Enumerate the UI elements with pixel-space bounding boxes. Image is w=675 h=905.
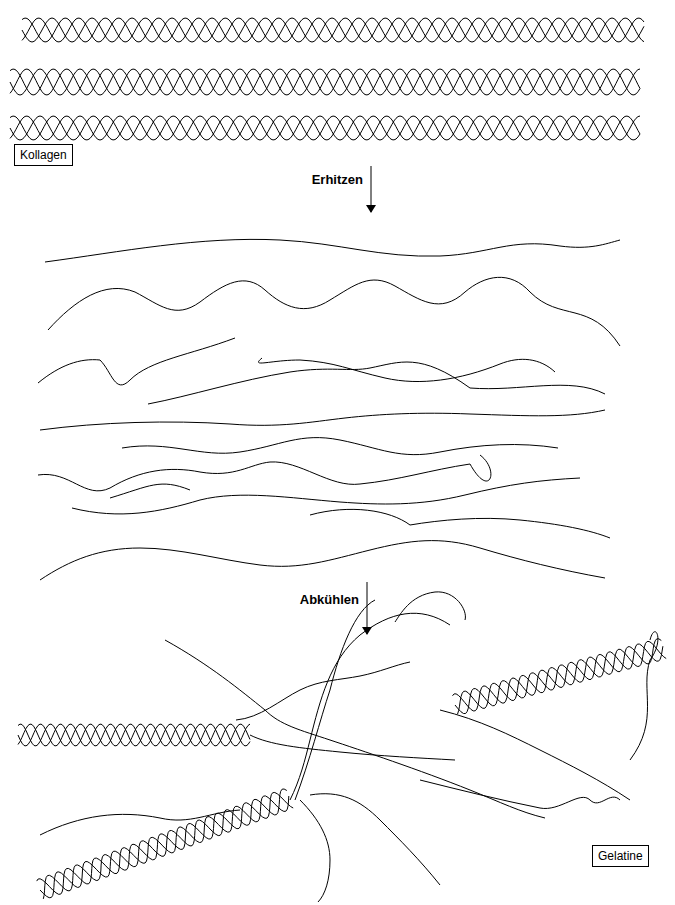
helix-strand: [10, 116, 640, 140]
random-coil: [122, 438, 558, 455]
helix-strand: [22, 18, 644, 42]
helix-strand: [37, 796, 289, 894]
random-coil: [38, 338, 235, 385]
random-coil: [250, 735, 455, 760]
helix-strand: [18, 724, 250, 746]
helix-strand: [43, 793, 293, 899]
triple-helix-group: [10, 18, 666, 899]
helix-strand: [18, 724, 250, 746]
random-coil: [38, 455, 491, 491]
random-coil: [48, 277, 620, 346]
process-label: Abkühlen: [298, 592, 361, 607]
random-coil: [290, 613, 450, 800]
label-box: Gelatine: [592, 845, 649, 867]
helix-strand: [10, 69, 640, 95]
random-coil: [40, 410, 605, 430]
label-box: Kollagen: [14, 144, 73, 166]
helix-strand: [458, 644, 663, 714]
random-coil: [40, 541, 605, 580]
random-coil: [295, 600, 375, 800]
random-coil: [72, 478, 580, 514]
random-coil: [110, 484, 190, 498]
helix-strand: [22, 18, 644, 42]
helix-strand: [455, 642, 666, 714]
random-coil: [310, 509, 610, 538]
process-arrow: [371, 166, 372, 212]
helix-strand: [10, 69, 640, 95]
box-text: Kollagen: [20, 148, 67, 162]
random-coil: [40, 810, 240, 835]
helix-strand: [18, 724, 250, 746]
process-label: Erhitzen: [310, 172, 365, 187]
random-coil: [300, 800, 330, 902]
random-coil: [630, 632, 658, 760]
random-coil: [165, 640, 545, 818]
random-coil: [420, 780, 620, 808]
random-coil: [45, 239, 620, 262]
helix-strand: [10, 116, 640, 140]
process-arrow: [367, 582, 368, 634]
helix-strand: [10, 69, 640, 95]
random-coil: [148, 362, 605, 404]
random-coil: [395, 592, 465, 622]
random-coil: [310, 794, 440, 885]
random-coil-group: [38, 239, 658, 902]
helix-strand: [10, 116, 640, 140]
box-text: Gelatine: [598, 849, 643, 863]
helix-strand: [453, 639, 662, 711]
random-coil: [440, 710, 630, 800]
helix-strand: [22, 18, 644, 42]
